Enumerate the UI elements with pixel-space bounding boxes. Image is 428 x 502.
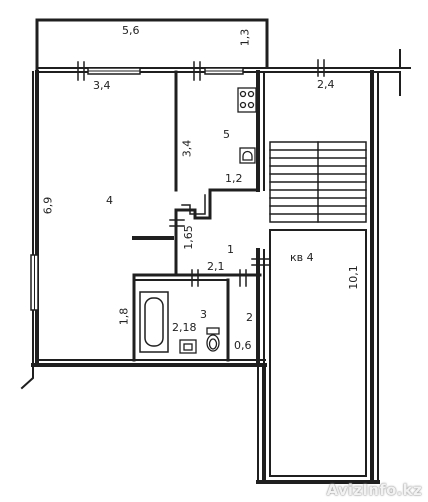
room-1-label: 1 [227, 243, 234, 256]
balcony [35, 18, 269, 74]
door-marks [77, 59, 325, 287]
kitchen-height-label: 3,4 [180, 139, 194, 158]
room-3-label: 3 [200, 308, 207, 321]
bath-width-label: 2,18 [172, 321, 197, 334]
apartment-label: кв 4 [290, 251, 314, 264]
washbasin-icon [179, 339, 197, 354]
room-5-label: 5 [223, 128, 230, 141]
stairwell [256, 49, 411, 484]
wc-width-label: 0,6 [234, 339, 252, 352]
stove-icon [237, 87, 257, 113]
interior-wall-room4 [132, 70, 178, 277]
hall-width-label: 2,1 [207, 260, 225, 273]
bathtub-icon [139, 291, 169, 353]
room-2-label: 2 [246, 311, 253, 324]
hall-height-label: 1,65 [181, 225, 195, 250]
watermark: AvizInfo.kz [326, 481, 422, 499]
room-4-label: 4 [106, 194, 113, 207]
window-top-room4 [87, 67, 141, 75]
stairs [269, 141, 367, 223]
window-top-kitchen [204, 67, 244, 75]
toilet-icon [206, 327, 220, 352]
kitchen-partition [174, 188, 260, 220]
window-left [30, 254, 39, 311]
outer-walls [20, 70, 267, 390]
bath-height-label: 1,8 [117, 307, 131, 326]
stairwell-length-label: 10,1 [346, 265, 360, 290]
bathroom-walls [132, 273, 262, 362]
balcony-depth-label: 1,3 [238, 28, 252, 47]
balcony-length-label: 5,6 [122, 24, 140, 37]
kitchen-width-label: 1,2 [225, 172, 243, 185]
room4-window-label: 3,4 [93, 79, 111, 92]
stair-window-label: 2,4 [317, 78, 335, 91]
room4-height-label: 6,9 [41, 196, 55, 215]
sink-icon [239, 147, 256, 164]
